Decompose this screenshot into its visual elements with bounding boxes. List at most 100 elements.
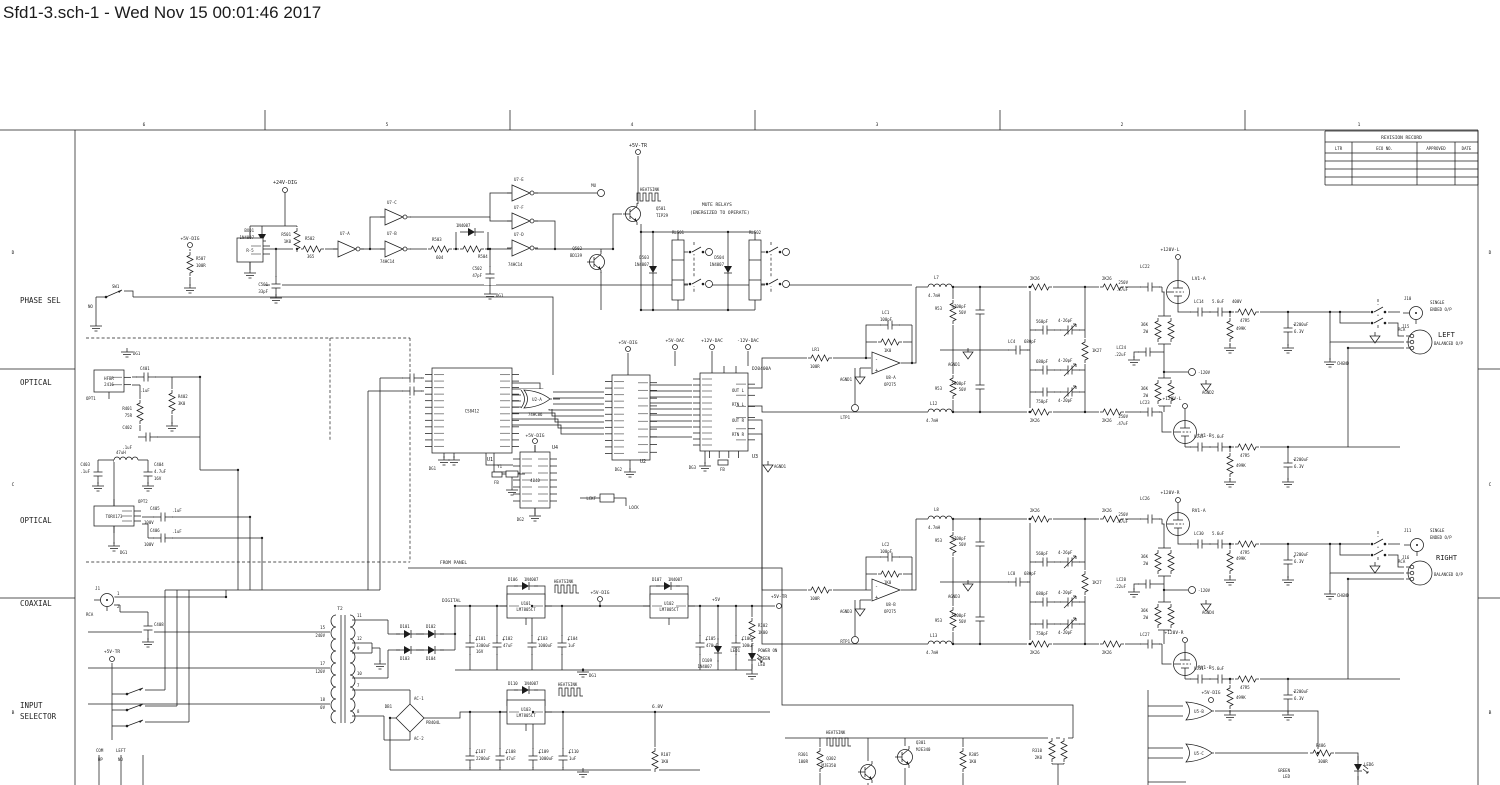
capacitor (1190, 306, 1210, 318)
svg-text:LOCK: LOCK (629, 505, 639, 510)
svg-text:U103: U103 (521, 707, 531, 712)
svg-text:BALANCED O/P: BALANCED O/P (1434, 572, 1463, 577)
labels: PHASE SELOPTICALOPTICALCOAXIALINPUTSELEC… (20, 143, 1463, 779)
svg-text:HP: HP (98, 757, 103, 762)
svg-text:C107: C107 (476, 749, 486, 754)
svg-text:LC8: LC8 (1008, 571, 1016, 576)
svg-text:D107: D107 (652, 577, 662, 582)
svg-text:36K: 36K (1141, 608, 1149, 613)
capacitor (1138, 346, 1158, 358)
svg-text:.1uF: .1uF (140, 388, 150, 393)
logic-gate: U5-C (1183, 743, 1215, 763)
svg-text:6.3V: 6.3V (1294, 696, 1304, 701)
svg-text:U7-D: U7-D (514, 232, 524, 237)
svg-text:953: 953 (935, 306, 943, 311)
svg-text:J1: J1 (95, 586, 100, 591)
capacitor (142, 618, 154, 638)
resistor (949, 374, 957, 400)
svg-text:+: + (705, 637, 708, 642)
svg-text:D106: D106 (508, 577, 518, 582)
svg-text:6.3V: 6.3V (1294, 329, 1304, 334)
test-point (597, 189, 605, 197)
svg-text:LTP1: LTP1 (840, 415, 850, 420)
diode (420, 645, 444, 655)
svg-text:DB1: DB1 (385, 704, 393, 709)
svg-text:C109: C109 (539, 749, 549, 754)
svg-text:750pF: 750pF (1036, 631, 1049, 636)
svg-text:2W: 2W (1143, 393, 1148, 398)
svg-text:L12: L12 (930, 401, 938, 406)
svg-text:1K27: 1K27 (1092, 348, 1102, 353)
svg-text:U4: U4 (552, 445, 558, 451)
resistor (1234, 443, 1260, 451)
svg-text:4700pF: 4700pF (952, 536, 967, 541)
svg-text:+5V-DIG: +5V-DIG (619, 340, 638, 346)
svg-text:4700pF: 4700pF (952, 304, 967, 309)
svg-text:OPTICAL: OPTICAL (20, 378, 52, 387)
svg-text:LC1: LC1 (882, 310, 890, 315)
svg-text:U7-E: U7-E (514, 177, 524, 182)
resistor (1154, 549, 1162, 575)
svg-text:2: 2 (117, 604, 120, 609)
svg-text:C102: C102 (503, 636, 513, 641)
power-terminal (709, 344, 715, 350)
junction-dots (198, 230, 1350, 755)
power-terminal (597, 596, 603, 602)
svg-text:R305: R305 (969, 752, 979, 757)
capacitor: + (494, 748, 508, 768)
opamp: -+ (871, 578, 902, 602)
resistor (1027, 408, 1053, 416)
svg-text:+: + (741, 637, 744, 642)
svg-text:L13: L13 (930, 633, 938, 638)
power-terminal (672, 344, 678, 350)
svg-text:DG1: DG1 (496, 293, 504, 298)
svg-text:74HC14: 74HC14 (380, 259, 395, 264)
resistor (1226, 317, 1234, 343)
svg-text:5: 5 (386, 122, 389, 128)
svg-text:47R5: 47R5 (1240, 685, 1250, 690)
svg-text:5.6uF: 5.6uF (1212, 531, 1225, 536)
svg-text:1: 1 (117, 591, 120, 596)
logic-gate: U2-A (520, 389, 553, 409)
transformer (330, 614, 356, 724)
svg-text:.47uF: .47uF (1116, 519, 1129, 524)
svg-text:1K0: 1K0 (284, 239, 292, 244)
capacitor: + (527, 748, 541, 768)
svg-text:U7-B: U7-B (387, 231, 397, 236)
resistor (1060, 737, 1068, 763)
svg-text:Q502: Q502 (572, 246, 582, 251)
capacitor (1008, 576, 1028, 588)
svg-text:GREEN: GREEN (758, 656, 771, 661)
svg-text:U102: U102 (664, 601, 674, 606)
test-point (705, 248, 713, 256)
capacitor (153, 511, 173, 523)
svg-text:C: C (12, 482, 15, 488)
svg-text:4.7mH: 4.7mH (926, 650, 939, 655)
resistor (1154, 379, 1162, 405)
ground-symbol (1224, 478, 1236, 488)
capacitor (1210, 538, 1230, 550)
capacitor (1035, 618, 1055, 630)
svg-text:2200uF: 2200uF (476, 756, 491, 761)
svg-text:DIGITAL: DIGITAL (442, 598, 461, 604)
ground-symbol (90, 322, 102, 332)
svg-text:BX01: BX01 (244, 228, 254, 233)
svg-text:2200uF: 2200uF (1294, 457, 1309, 462)
svg-text:2200uF: 2200uF (1294, 322, 1309, 327)
resistor (299, 245, 325, 253)
svg-text:2K0: 2K0 (1035, 755, 1043, 760)
resistor (1154, 317, 1162, 343)
capacitor (484, 266, 496, 286)
svg-text:+5V-DIG: +5V-DIG (181, 236, 200, 242)
svg-text:MJE340: MJE340 (916, 747, 931, 752)
svg-text:J11: J11 (1404, 528, 1412, 533)
svg-text:AC-1: AC-1 (414, 696, 424, 701)
svg-text:+: + (538, 750, 541, 755)
svg-text:MJE350: MJE350 (822, 763, 837, 768)
capacitor (974, 377, 986, 397)
svg-text:AGND2: AGND2 (1202, 390, 1215, 395)
svg-text:HEATSINK: HEATSINK (554, 579, 574, 584)
svg-text:+: + (875, 368, 878, 374)
svg-text:6: 6 (143, 122, 146, 128)
svg-text:50V: 50V (959, 310, 967, 315)
